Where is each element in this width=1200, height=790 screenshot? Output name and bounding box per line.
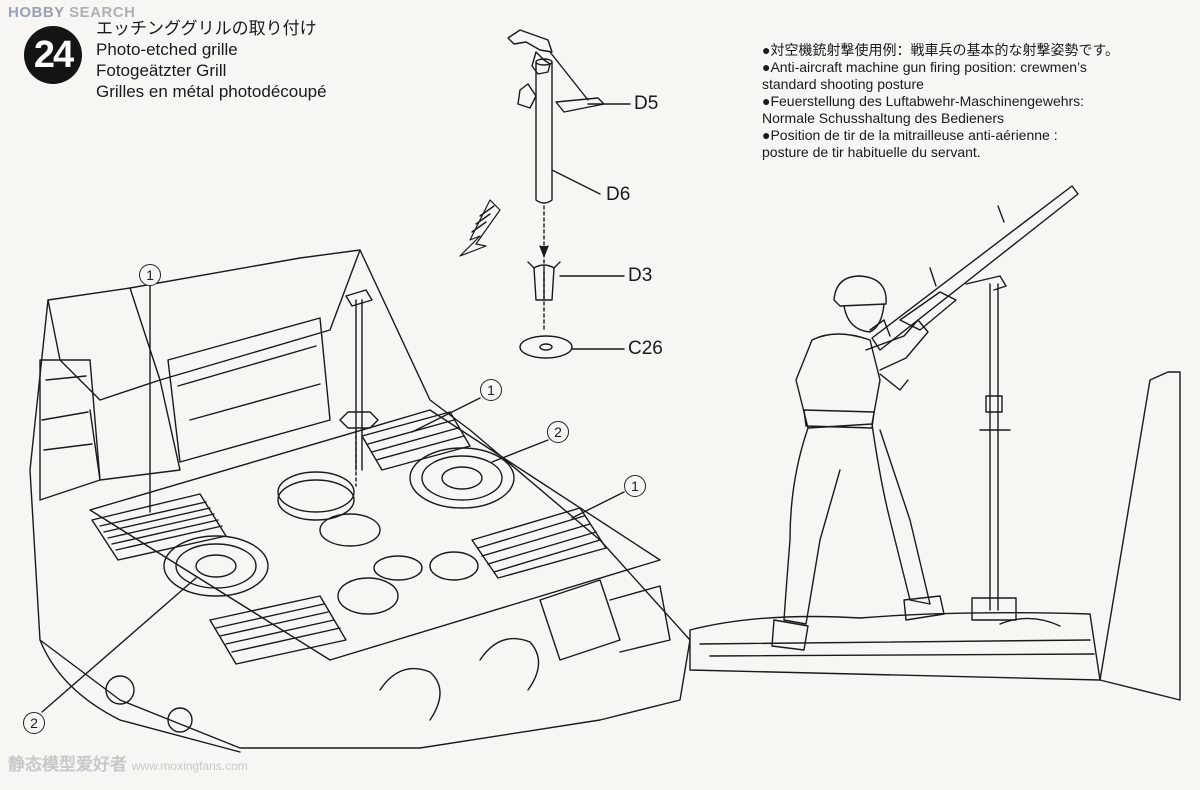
callout-grille-1-top: 1 [480,379,502,401]
step-title-en: Photo-etched grille [96,40,238,59]
crewman-firing-figure [689,185,1181,701]
grille-panel-rear [209,595,347,665]
tank-hull-drawing [29,249,691,753]
callout-grille-1-right: 1 [624,475,646,497]
watermark-logo: HOBBY SEARCH [8,4,135,21]
grille-panel-top [361,411,471,471]
mg-mount-exploded-view [507,29,631,359]
fan-grille-front [409,447,515,509]
grille-panel-right [471,507,607,579]
part-label-c26: C26 [628,338,663,359]
part-label-d6: D6 [606,184,631,205]
note-line-de-1: ●Feuerstellung des Luftabwehr-Maschineng… [762,93,1085,109]
step-title-fr: Grilles en métal photodécoupé [96,82,327,101]
watermark-cn-text: 静态模型爱好者 [8,755,127,774]
callout-grille-1-left: 1 [139,264,161,286]
note-line-en-2: standard shooting posture [762,76,924,92]
step-number-badge: 24 [24,26,82,84]
step-title-de: Fotogeätzter Grill [96,61,227,80]
note-line-en-1: ●Anti-aircraft machine gun firing positi… [762,59,1087,75]
part-label-d3: D3 [628,265,653,286]
step-title-ja: エッチンググリルの取り付け [96,19,317,38]
direction-arrow-icon [459,199,501,257]
watermark-site: 静态模型爱好者 www.moxingfans.com [8,750,248,775]
callout-grille-2-rear: 2 [23,712,45,734]
note-line-de-2: Normale Schusshaltung des Bedieners [762,110,1005,126]
watermark-brand: HOBBY [8,4,65,21]
firing-position-note: ●対空機銃射撃使用例：戦車兵の基本的な射撃姿勢です。 ●Anti-aircraf… [762,42,1182,161]
part-label-d5: D5 [634,93,659,114]
note-line-fr-2: posture de tir habituelle du servant. [762,144,981,160]
fan-grille-rear [163,535,269,597]
step-titles: エッチンググリルの取り付け Photo-etched grille Fotoge… [96,18,327,102]
watermark-word: SEARCH [69,4,136,21]
note-line-ja: ●対空機銃射撃使用例：戦車兵の基本的な射撃姿勢です。 [762,42,1120,58]
watermark-url: www.moxingfans.com [131,759,248,773]
note-line-fr-1: ●Position de tir de la mitrailleuse anti… [762,127,1058,143]
callout-grille-2-front: 2 [547,421,569,443]
